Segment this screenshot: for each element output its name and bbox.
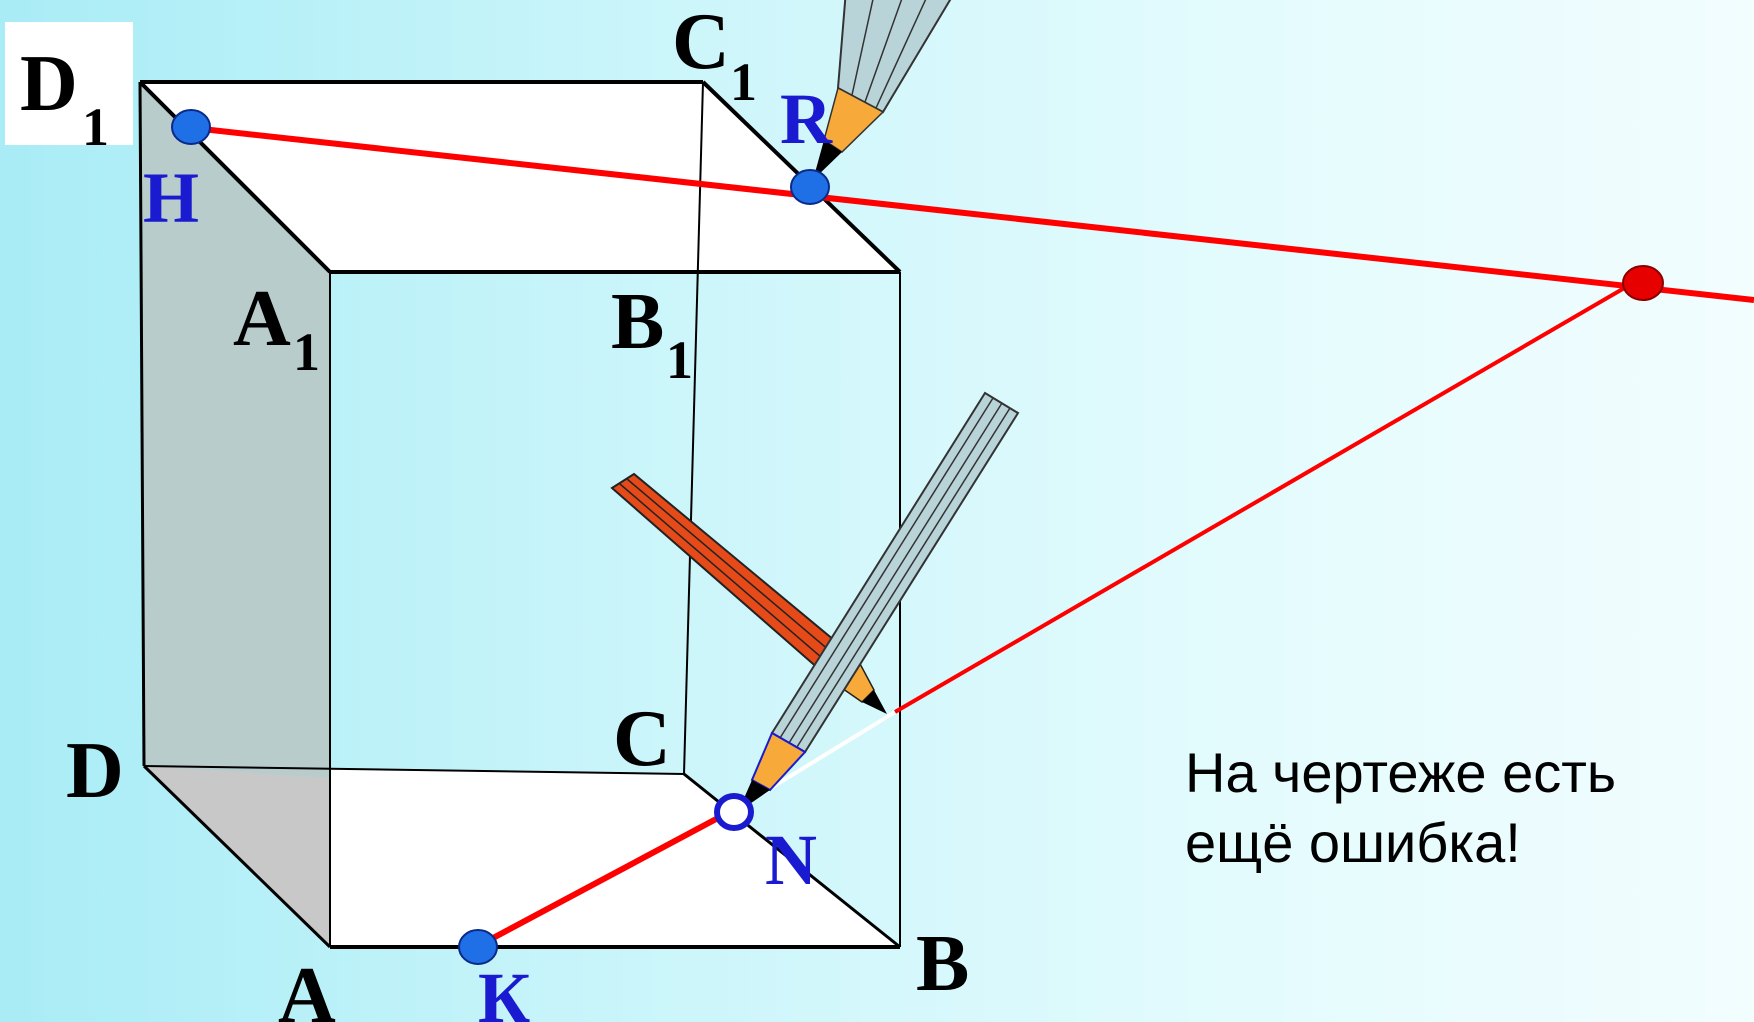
label-a1: A: [233, 275, 291, 363]
line-h-r-extended: [192, 125, 1754, 303]
prism-edges: [138, 80, 902, 949]
label-b1: B: [611, 278, 664, 366]
label-h: H: [143, 158, 199, 238]
note-line-2: ещё ошибка!: [1185, 811, 1521, 874]
pencil-top-groove-2: [864, 0, 903, 103]
label-b: B: [916, 920, 969, 1008]
pencil-top-groove-3: [875, 0, 927, 109]
pencil-bottom-groove-3: [796, 407, 1011, 748]
label-d1: D: [20, 40, 78, 128]
point-r: [790, 169, 830, 205]
label-b1-sub: 1: [666, 330, 693, 390]
line-n-intersection: [893, 274, 1647, 714]
label-n: N: [765, 820, 817, 900]
point-intersection: [1622, 265, 1664, 301]
pencil-top-body: [836, 0, 952, 114]
top-face: [140, 82, 900, 272]
point-n: [714, 793, 754, 831]
edge-d-c: [143, 765, 685, 775]
d1-label-background: [5, 22, 133, 145]
line-k-n: [476, 807, 735, 949]
pencil-bottom-groove-2: [788, 402, 1003, 744]
pencil-red-groove-1: [619, 483, 844, 677]
label-a1-sub: 1: [293, 322, 320, 382]
point-h: [171, 109, 211, 145]
label-r: R: [780, 79, 833, 159]
pencil-top-groove-1: [851, 0, 874, 96]
edge-c1-c: [683, 81, 704, 775]
note-line-1: На чертеже есть: [1185, 741, 1617, 804]
shaded-left-face: [140, 82, 330, 947]
edge-d-a: [142, 764, 332, 949]
error-note: На чертеже есть ещё ошибка!: [1185, 738, 1617, 878]
pencil-red-body: [610, 472, 860, 686]
label-c: C: [613, 695, 671, 783]
pencil-top-tip: [813, 140, 842, 180]
pencil-bottom: [738, 391, 1020, 812]
label-k: К: [478, 958, 530, 1022]
pencil-bottom-groove-1: [779, 397, 994, 739]
pencil-red-tip: [862, 690, 887, 714]
label-c1-sub: 1: [730, 52, 757, 112]
label-d1-sub: 1: [82, 97, 109, 157]
edge-d1-d: [138, 81, 146, 767]
pencil-top: [813, 0, 952, 180]
label-a: A: [278, 952, 336, 1022]
edge-d1-a1: [138, 80, 332, 274]
label-c1: C: [672, 0, 730, 86]
bottom-face: [144, 766, 900, 947]
point-k: [458, 929, 498, 965]
label-d: D: [66, 727, 124, 815]
pencil-red-groove-2: [626, 478, 851, 669]
